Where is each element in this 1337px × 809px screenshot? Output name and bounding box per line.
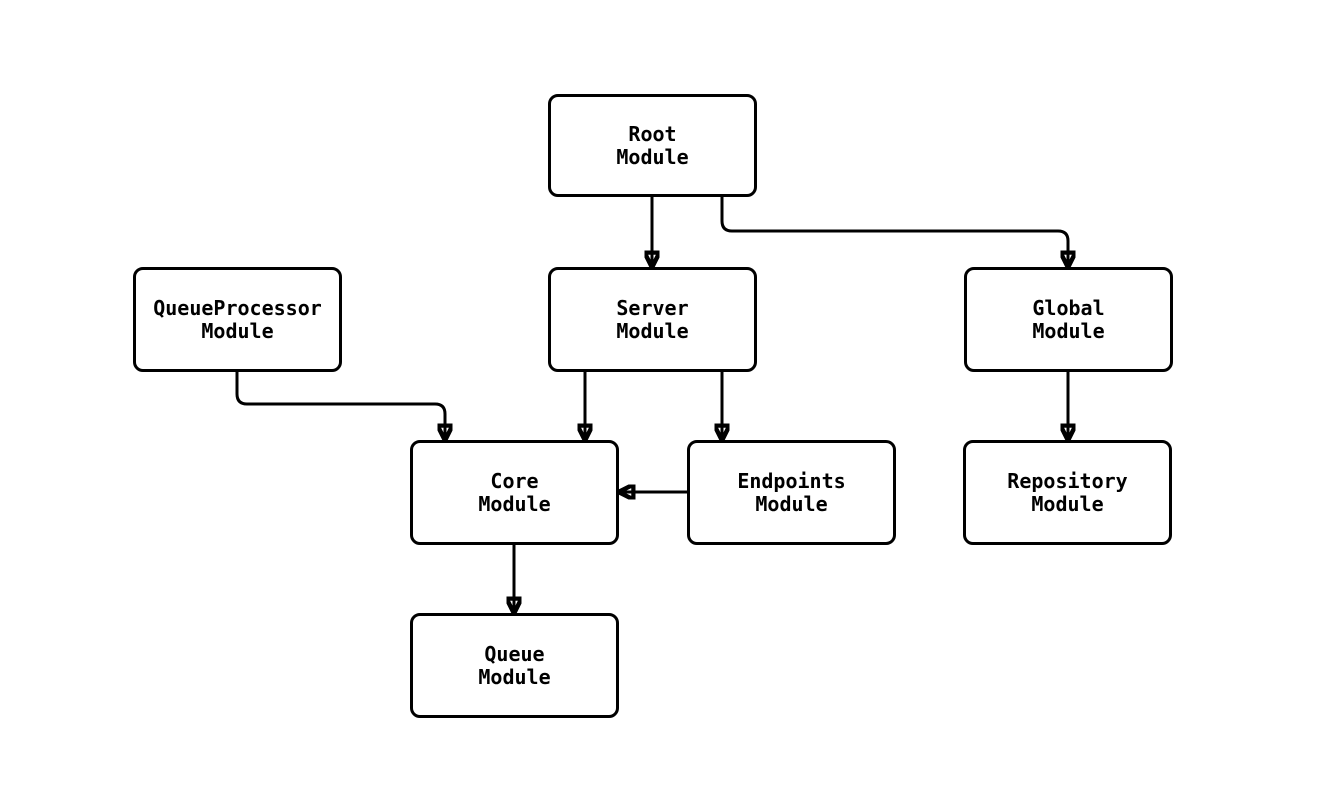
node-label: QueueProcessor Module: [153, 295, 322, 343]
node-label: Global Module: [1032, 295, 1105, 343]
node-endpoints-module: Endpoints Module: [687, 440, 896, 545]
node-queue-module: Queue Module: [410, 613, 619, 718]
edge-root-to-global: [720, 197, 1068, 266]
node-core-module: Core Module: [410, 440, 619, 545]
node-label: Core Module: [478, 468, 551, 516]
node-label: Queue Module: [478, 641, 551, 689]
node-label: Endpoints Module: [737, 468, 846, 516]
node-label: Repository Module: [1007, 468, 1128, 516]
node-root-module: Root Module: [548, 94, 757, 197]
node-queueprocessor-module: QueueProcessor Module: [133, 267, 342, 372]
node-label: Root Module: [616, 121, 689, 169]
node-global-module: Global Module: [964, 267, 1173, 372]
edge-queueprocessor-to-core: [235, 372, 445, 439]
node-repository-module: Repository Module: [963, 440, 1172, 545]
node-server-module: Server Module: [548, 267, 757, 372]
node-label: Server Module: [616, 295, 689, 343]
